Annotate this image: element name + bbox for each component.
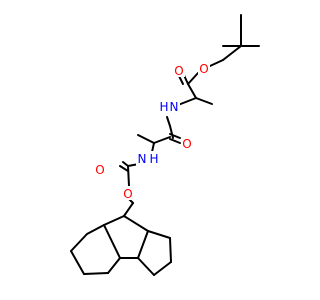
bond [153,261,172,276]
molecule-diagram: O O N H O N H O O [70,14,260,276]
bond [70,250,85,275]
bond [122,161,129,167]
bond [107,257,121,274]
bond [103,215,125,226]
bond [147,230,171,239]
bond [187,83,197,99]
bond [169,237,172,263]
bond [209,59,224,67]
bond [151,142,155,153]
bond [83,272,109,275]
bond [137,134,155,144]
bond [119,165,129,172]
ester-group [177,59,224,99]
bond [86,224,105,235]
bond [187,72,199,85]
bond [137,257,155,276]
fluorene-group [70,215,172,276]
bond [169,138,181,144]
bond [123,215,149,232]
bond [166,116,171,127]
atom-labels: O O N H O N H O O [94,61,210,201]
amide-group [153,133,181,144]
bond [153,136,171,144]
bond [70,233,88,252]
atom-o-carbamate-carbonyl: O [95,163,104,177]
atom-o-amide: O [182,137,191,151]
bond [222,45,242,61]
bond [195,97,213,105]
atom-o-ester: O [199,62,208,76]
atom-n-ala2: N [170,100,179,114]
atom-o-ester-carbonyl: O [174,64,183,78]
bond [103,224,121,259]
atom-h-ala1: H [149,152,158,166]
tert-butyl-group [222,14,260,61]
bond [137,230,149,259]
bond [177,97,197,106]
atom-h-ala2: H [159,100,168,114]
bond [127,165,130,187]
bond [169,133,181,139]
atom-o-carbamate-ether: O [123,187,132,201]
bond [123,202,134,217]
atom-n-ala1: N [138,152,147,166]
